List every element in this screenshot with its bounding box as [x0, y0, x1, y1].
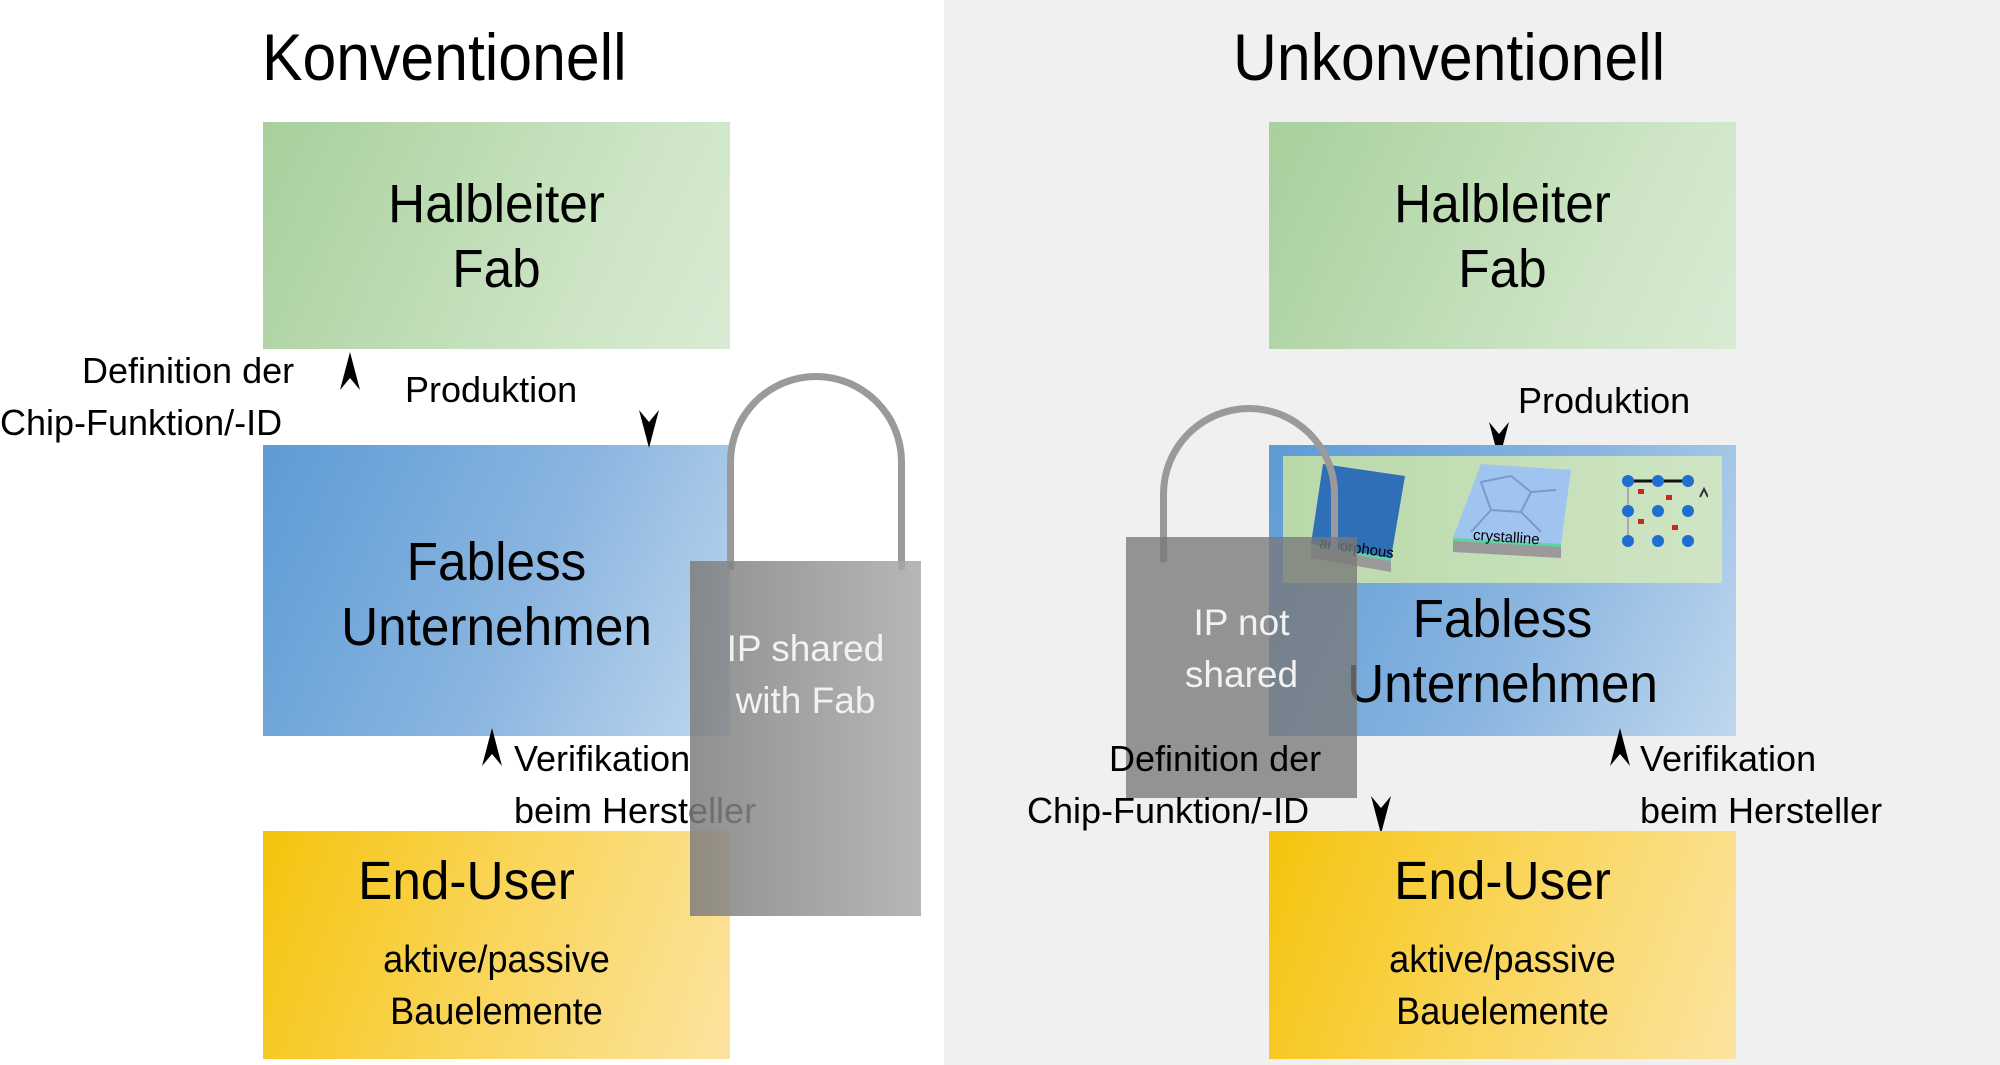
right-enduser-title: End-User [1394, 851, 1611, 911]
left-enduser-line2: Bauelemente [390, 991, 603, 1033]
left-fab-line2: Fab [452, 239, 541, 299]
lock-shackle-icon [1160, 405, 1338, 562]
left-verifikation-line1: Verifikation [514, 738, 691, 779]
left-title: Konventionell [262, 20, 627, 94]
left-enduser-title: End-User [358, 851, 575, 911]
lock-shackle-icon [727, 373, 905, 570]
right-fab-box: Halbleiter Fab [1269, 122, 1736, 349]
left-produktion-label: Produktion [405, 369, 578, 410]
arrow-up-icon [482, 728, 502, 766]
left-fabless-line1: Fabless [406, 532, 587, 592]
arrow-down-icon [1489, 422, 1509, 460]
left-fabless-line2: Unternehmen [341, 597, 652, 657]
arrow-up-icon [340, 352, 360, 390]
right-verifikation-line1: Verifikation [1640, 738, 1817, 779]
left-definition-line1: Definition der [82, 350, 295, 391]
left-enduser-box: End-User aktive/passive Bauelemente [263, 831, 730, 1059]
left-fab-line1: Halbleiter [388, 174, 605, 234]
lattice-structure-icon [1622, 475, 1708, 547]
left-enduser-line1: aktive/passive [383, 939, 610, 981]
right-fab-line2: Fab [1458, 239, 1547, 299]
right-definition-line1: Definition der [1109, 738, 1322, 779]
left-definition-line2: Chip-Funktion/-ID [0, 402, 283, 443]
arrow-down-icon [639, 410, 659, 448]
arrow-down-icon [1371, 796, 1391, 834]
right-fabless-line1: Fabless [1412, 589, 1593, 649]
lock-not-shared-line1: IP not [1193, 602, 1290, 643]
right-enduser-line1: aktive/passive [1389, 939, 1616, 981]
right-fab-line1: Halbleiter [1394, 174, 1611, 234]
right-title: Unkonventionell [1233, 20, 1666, 94]
crystalline-material-icon [1453, 464, 1571, 558]
lock-not-shared-line2: shared [1184, 654, 1299, 695]
right-enduser-box: End-User aktive/passive Bauelemente [1269, 831, 1736, 1059]
right-verifikation-line2: beim Hersteller [1640, 790, 1883, 831]
lock-shared-line1: IP shared [726, 628, 885, 669]
lock-shared-icon: IP shared with Fab [690, 561, 921, 916]
left-fab-box: Halbleiter Fab [263, 122, 730, 349]
lock-not-shared-icon: IP not shared [1126, 537, 1357, 798]
lock-shared-line2: with Fab [735, 680, 876, 721]
right-enduser-line2: Bauelemente [1396, 991, 1609, 1033]
right-fabless-line2: Unternehmen [1347, 654, 1658, 714]
arrow-up-icon [1610, 728, 1630, 766]
right-definition-line2: Chip-Funktion/-ID [1027, 790, 1310, 831]
left-fabless-box: Fabless Unternehmen [263, 445, 730, 736]
right-produktion-label: Produktion [1518, 380, 1691, 421]
